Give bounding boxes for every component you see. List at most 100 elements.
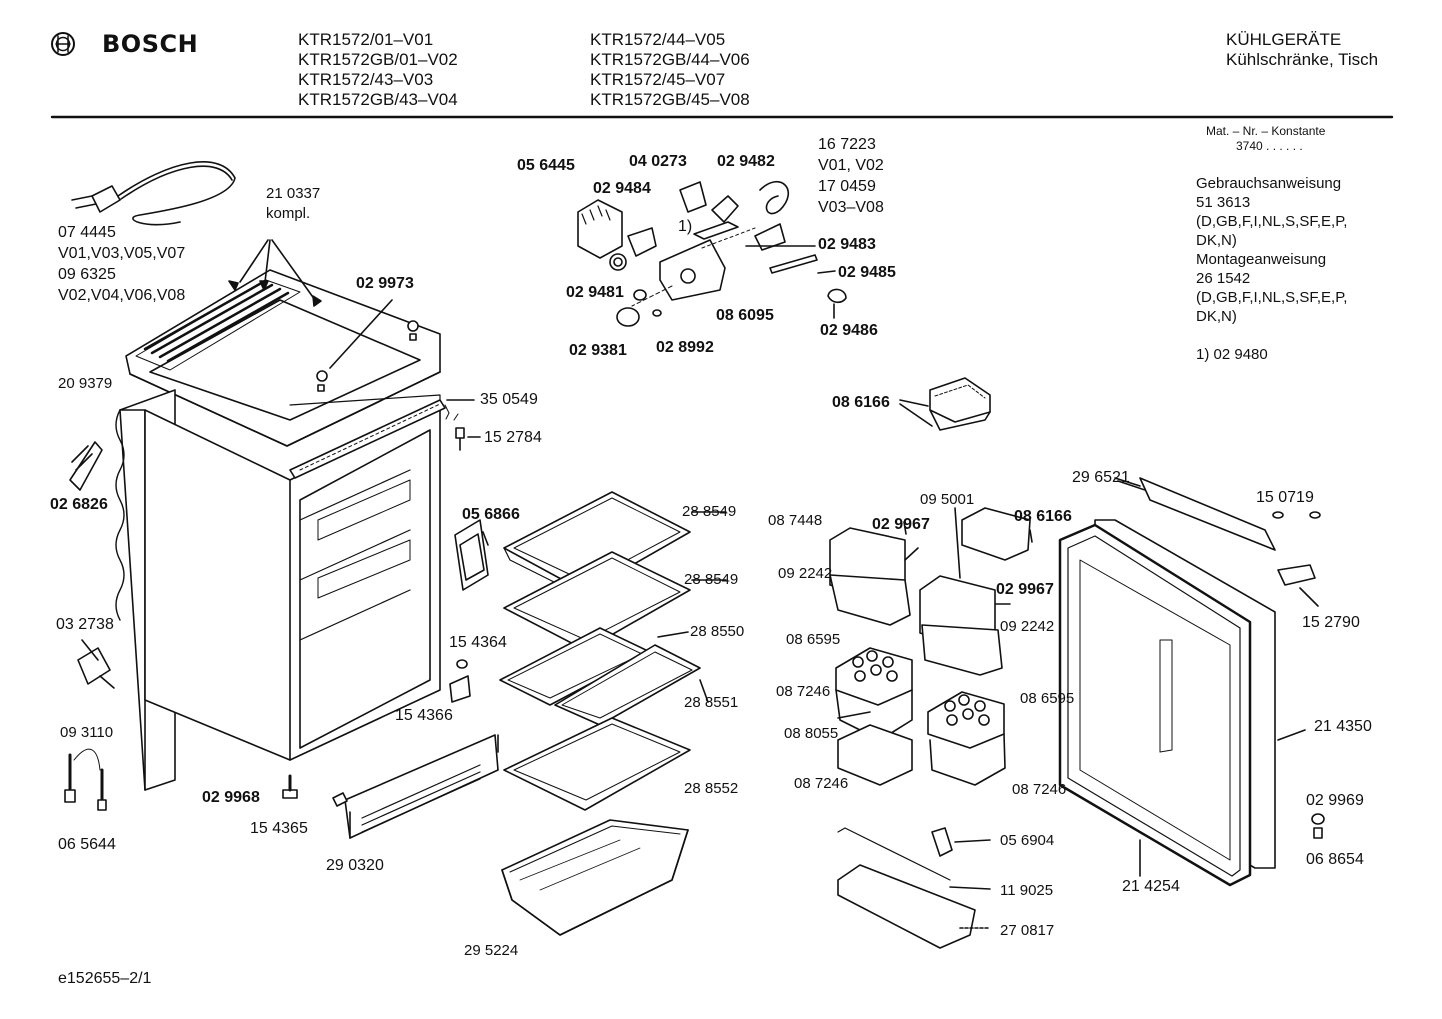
part-label: 06 8654 xyxy=(1306,851,1364,868)
part-label: 21 4350 xyxy=(1314,718,1372,735)
part-label: 02 9967 xyxy=(872,516,930,533)
part-label: 15 4366 xyxy=(395,707,453,724)
manual-number: 51 3613 xyxy=(1196,194,1251,211)
part-label: 02 9483 xyxy=(818,236,876,253)
category-subtitle: Kühlschränke, Tisch xyxy=(1226,50,1379,69)
category-title: KÜHLGERÄTE xyxy=(1226,30,1342,49)
part-label: 08 6595 xyxy=(786,631,841,648)
mounting-languages: (D,GB,F,I,NL,S,SF,E,P, xyxy=(1196,289,1348,306)
cap-label-block: 16 7223 V01, V02 17 0459 V03–V08 xyxy=(818,134,884,218)
part-label: 07 4445 xyxy=(58,224,116,241)
part-label: 09 5001 xyxy=(920,491,975,508)
part-label: 08 7246 xyxy=(794,775,849,792)
part-label: V01,V03,V05,V07 xyxy=(58,245,186,262)
manual-title: Gebrauchsanweisung xyxy=(1196,175,1342,192)
part-label: 04 0273 xyxy=(629,153,687,170)
part-label: 02 8992 xyxy=(656,339,714,356)
part-label: 05 6904 xyxy=(1000,832,1055,849)
part-label: 02 9481 xyxy=(566,284,624,301)
part-label: 02 9969 xyxy=(1306,792,1364,809)
model-line: KTR1572/43–V03 xyxy=(298,70,434,89)
footnote-marker: 1) xyxy=(678,218,693,235)
part-label: 28 8549 xyxy=(684,571,739,588)
cabinet-body-drawing xyxy=(115,389,481,791)
model-line: KTR1572GB/43–V04 xyxy=(298,90,458,109)
part-label: 03 2738 xyxy=(56,616,114,633)
model-list-col2: KTR1572/44–V05 KTR1572GB/44–V06 KTR1572/… xyxy=(590,30,750,110)
part-label: 02 6826 xyxy=(50,496,108,513)
top-cover-drawing xyxy=(125,239,441,447)
part-label: 28 8551 xyxy=(684,694,739,711)
part-label: 17 0459 xyxy=(818,178,876,195)
bosch-armature-logo xyxy=(51,32,75,56)
sensor-drawing xyxy=(77,639,115,689)
model-line: KTR1572GB/44–V06 xyxy=(590,50,750,69)
part-label: 02 9486 xyxy=(820,322,878,339)
part-label: V03–V08 xyxy=(818,199,884,216)
crisper-drawing xyxy=(501,819,689,936)
model-line: KTR1572/44–V05 xyxy=(590,30,726,49)
clip-drawing xyxy=(69,441,103,491)
part-label: 08 6595 xyxy=(1020,690,1075,707)
brand-logo-text: BOSCH xyxy=(102,30,199,58)
part-label: 08 6166 xyxy=(1014,508,1072,525)
part-label: 15 4364 xyxy=(449,634,507,651)
door-drawing xyxy=(1058,477,1325,887)
part-label: 08 6166 xyxy=(832,394,890,411)
part-label: 09 3110 xyxy=(60,724,114,741)
part-label: 28 8552 xyxy=(684,780,739,797)
mat-number-value: 3740 . . . . . . xyxy=(1236,139,1303,153)
part-label: 20 9379 xyxy=(58,375,113,392)
box-lid-drawing xyxy=(899,377,991,431)
part-label: 02 9482 xyxy=(717,153,775,170)
vent-grille-drawing xyxy=(332,734,499,839)
part-label: 02 9973 xyxy=(356,275,414,292)
part-label: 02 9967 xyxy=(996,581,1054,598)
part-label: 02 9484 xyxy=(593,180,651,197)
part-label: 02 9968 xyxy=(202,789,260,806)
mat-number-label: Mat. – Nr. – Konstante xyxy=(1206,124,1326,138)
manual-languages: DK,N) xyxy=(1196,232,1237,249)
cable-label-block: 07 4445 V01,V03,V05,V07 09 6325 V02,V04,… xyxy=(58,222,185,306)
part-label: 21 4254 xyxy=(1122,878,1180,895)
part-label: 28 8550 xyxy=(690,623,745,640)
model-line: KTR1572/01–V01 xyxy=(298,30,434,49)
part-label: 27 0817 xyxy=(1000,922,1055,939)
part-label: 08 7246 xyxy=(776,683,831,700)
part-label: 02 9381 xyxy=(569,342,627,359)
category-block: KÜHLGERÄTE Kühlschränke, Tisch xyxy=(1226,30,1378,70)
mounting-languages: DK,N) xyxy=(1196,308,1237,325)
part-label: 15 2790 xyxy=(1302,614,1360,631)
part-label: V01, V02 xyxy=(818,157,884,174)
door-racks-drawing xyxy=(829,507,1031,786)
part-label: 05 6445 xyxy=(517,157,575,174)
part-label: 06 5644 xyxy=(58,836,116,853)
power-cable-drawing xyxy=(71,161,236,226)
model-line: KTR1572/45–V07 xyxy=(590,70,726,89)
part-label: 29 0320 xyxy=(326,857,384,874)
part-label: 08 8055 xyxy=(784,725,839,742)
bottle-shelf-drawing xyxy=(837,827,991,949)
model-list-col1: KTR1572/01–V01 KTR1572GB/01–V02 KTR1572/… xyxy=(298,30,458,110)
manual-languages: (D,GB,F,I,NL,S,SF,E,P, xyxy=(1196,213,1348,230)
part-label: V02,V04,V06,V08 xyxy=(58,287,186,304)
part-label: 08 7246 xyxy=(1012,781,1067,798)
part-label: 28 8549 xyxy=(682,503,737,520)
mounting-title: Montageanweisung xyxy=(1196,251,1327,268)
part-label: 08 7448 xyxy=(768,512,823,529)
part-label: 15 2784 xyxy=(484,429,542,446)
foot-screw-drawing xyxy=(282,774,298,799)
part-label: 16 7223 xyxy=(818,136,876,153)
mounting-number: 26 1542 xyxy=(1196,270,1251,287)
model-line: KTR1572GB/45–V08 xyxy=(590,90,750,109)
glass-shelves-drawing xyxy=(499,491,727,811)
part-label: 21 0337 xyxy=(266,185,321,202)
thermostat-drawing xyxy=(577,180,847,327)
part-label: 08 6095 xyxy=(716,307,774,324)
part-label: 11 9025 xyxy=(1000,882,1054,899)
part-label: 09 2242 xyxy=(778,565,833,582)
probe-drawing xyxy=(64,748,107,811)
part-label: 02 9485 xyxy=(838,264,896,281)
part-label: 29 5224 xyxy=(464,942,519,959)
